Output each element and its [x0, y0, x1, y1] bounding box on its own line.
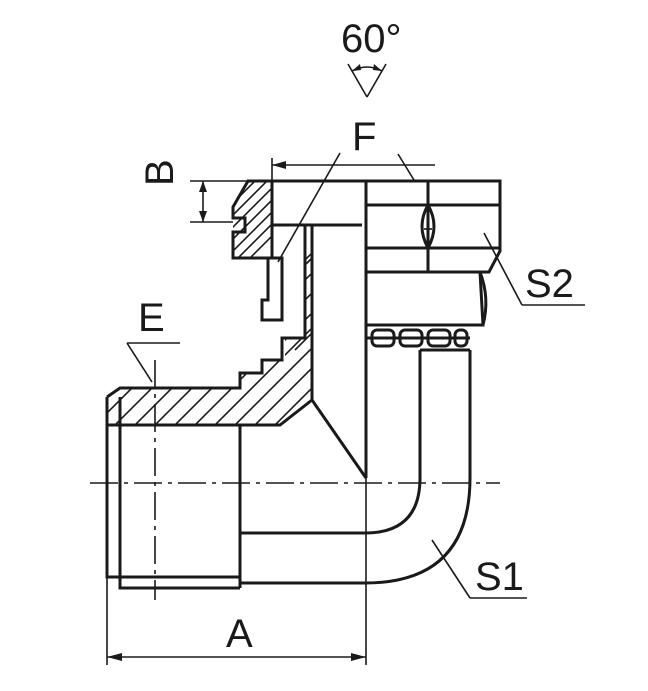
- angle-symbol: [347, 63, 387, 98]
- dimension-f-label: F: [352, 115, 376, 159]
- hex-nut-s2: [364, 179, 502, 327]
- center-lines: [90, 360, 500, 600]
- dimension-f: [271, 152, 435, 263]
- dimension-a: [106, 478, 367, 665]
- tube-s1-label: S1: [475, 555, 524, 599]
- dimension-b: [190, 180, 248, 223]
- hex-s2-label: S2: [525, 262, 574, 306]
- dimension-b-label: B: [138, 159, 182, 186]
- collar-beads: [366, 328, 470, 348]
- body-section: [106, 223, 312, 425]
- leader-lines: [126, 232, 585, 599]
- dimension-e-label: E: [138, 296, 165, 340]
- angle-label: 60°: [341, 17, 402, 61]
- dimension-a-label: A: [226, 612, 253, 656]
